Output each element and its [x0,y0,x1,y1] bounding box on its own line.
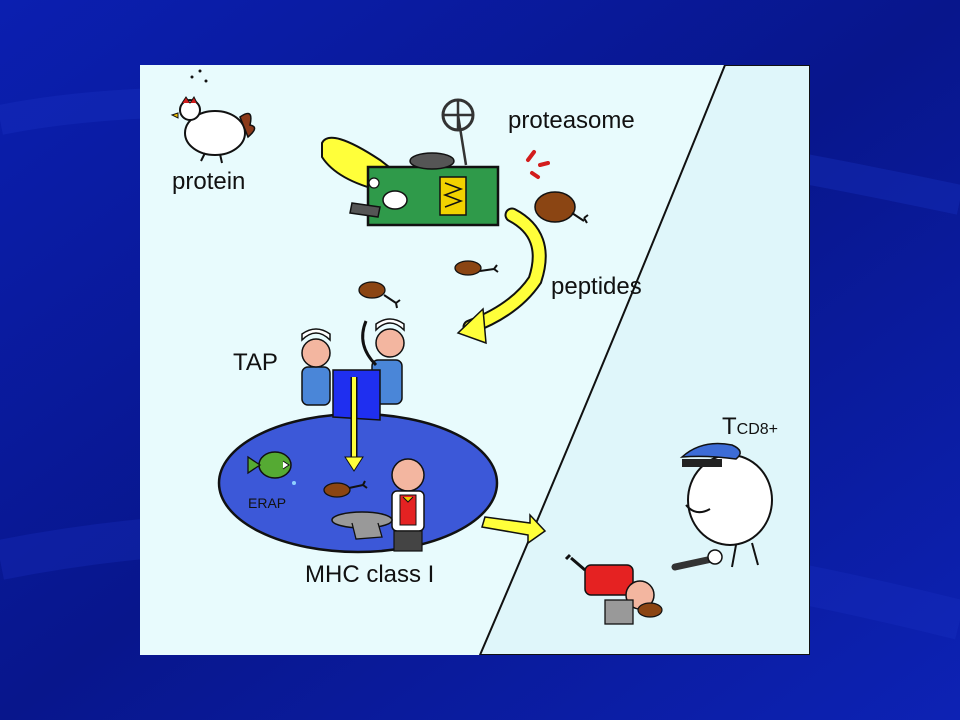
export-arrow [481,513,547,545]
label-tcd8-main: T [722,413,737,440]
roast-chicken-icon [534,191,589,224]
label-tcd8-sub: CD8+ [736,421,779,438]
proteasome-grinder-icon [321,98,550,227]
drumstick-icon [454,260,499,276]
drumstick-icon [358,281,401,309]
infected-cell-figure-icon [564,553,663,625]
chicken-icon [170,69,256,164]
tap-worker-icon [301,328,331,406]
label-mhc-class-i: MHC class I [305,561,435,588]
label-proteasome: proteasome [508,107,635,134]
diagram-panel: protein proteasome peptides TAP ERAP MHC… [140,65,810,655]
label-protein: protein [172,168,246,195]
tcell-policeman-icon [671,442,773,571]
label-tcd8: TCD8+ [722,413,778,441]
label-erap: ERAP [248,495,287,511]
mhc-waiter-icon [331,458,425,552]
drumstick-icon [323,480,368,498]
label-tap: TAP [233,349,278,376]
erap-fish-icon [247,451,296,485]
label-peptides: peptides [551,273,642,300]
cell-membrane [478,65,810,655]
antigen-presentation-diagram [170,65,810,655]
